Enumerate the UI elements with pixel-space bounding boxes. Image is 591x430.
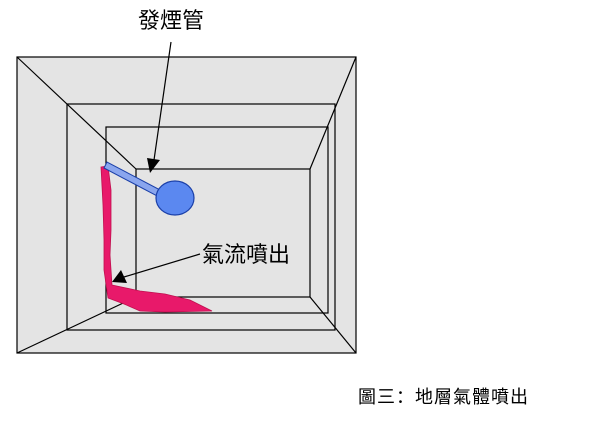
corner-line-bottom-right: [309, 296, 357, 354]
smoke-tube-label: 發煙管: [138, 9, 204, 34]
middle-frame: [66, 103, 336, 331]
airflow-label: 氣流噴出: [202, 243, 290, 268]
airflow-jet-icon: [100, 165, 213, 313]
corner-line-top-left: [16, 56, 137, 170]
smoke-tube-arrowhead: [147, 158, 160, 173]
back-wall: [135, 168, 311, 298]
corner-line-top-right: [309, 56, 357, 170]
corner-line-bottom-left: [16, 296, 137, 354]
smoke-ball-icon: [155, 180, 195, 216]
airflow-arrowhead: [112, 270, 127, 283]
figure-caption: 圖三：地層氣體噴出: [358, 387, 529, 408]
airflow-pointer-line: [123, 253, 201, 278]
smoke-tube-pointer-line: [153, 41, 172, 161]
